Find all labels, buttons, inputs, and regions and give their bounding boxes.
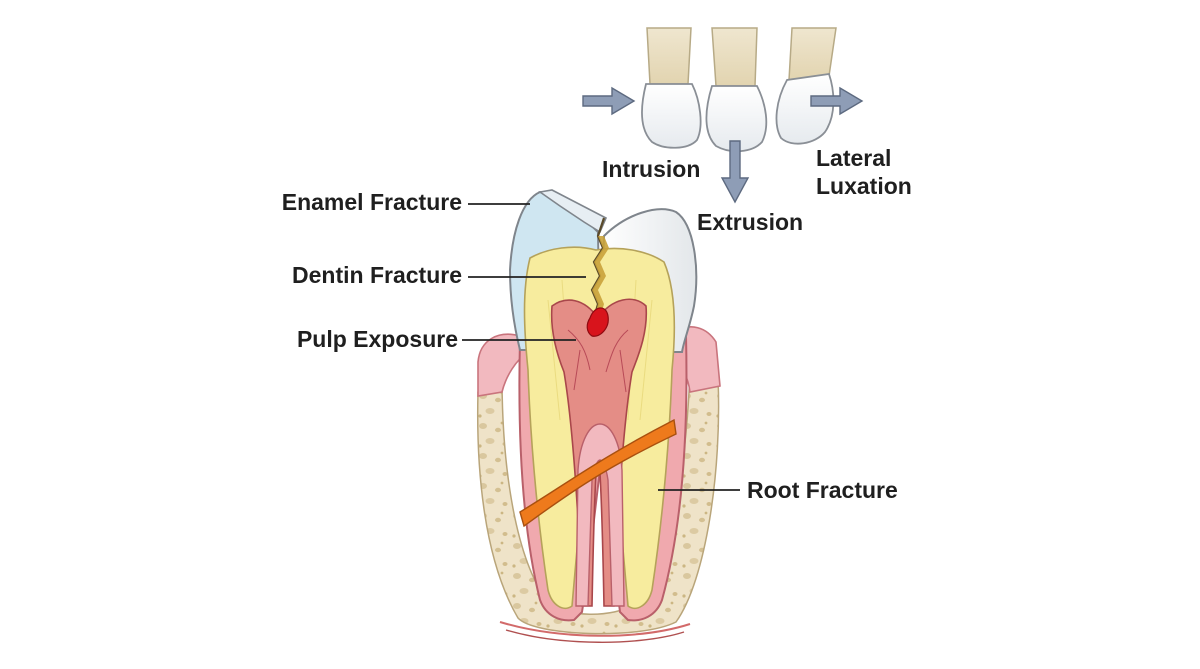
root-fracture-line	[519, 418, 677, 528]
leader-lines	[462, 203, 740, 491]
extrusion-tooth	[705, 27, 768, 153]
intrusion-arrow	[582, 86, 636, 116]
dentin-fracture-label: Dentin Fracture	[292, 262, 462, 288]
intrusion-tooth	[641, 27, 702, 149]
lateral-luxation-label: Lateral Luxation	[816, 145, 912, 200]
enamel-fracture-label: Enamel Fracture	[281, 189, 462, 215]
extrusion-label: Extrusion	[697, 209, 804, 235]
pulp-exposure-spot	[586, 307, 609, 337]
lateral-luxation-arrow	[810, 86, 864, 116]
intrusion-label: Intrusion	[602, 156, 701, 182]
pulp-exposure-label: Pulp Exposure	[296, 326, 458, 352]
lateral-luxation-label-line1: Lateral	[816, 145, 892, 171]
root-fracture-label: Root Fracture	[747, 477, 898, 503]
lateral-luxation-tooth	[775, 27, 837, 145]
lateral-luxation-label-line2: Luxation	[816, 172, 912, 199]
crack-line	[590, 217, 609, 319]
extrusion-arrow	[720, 140, 750, 204]
